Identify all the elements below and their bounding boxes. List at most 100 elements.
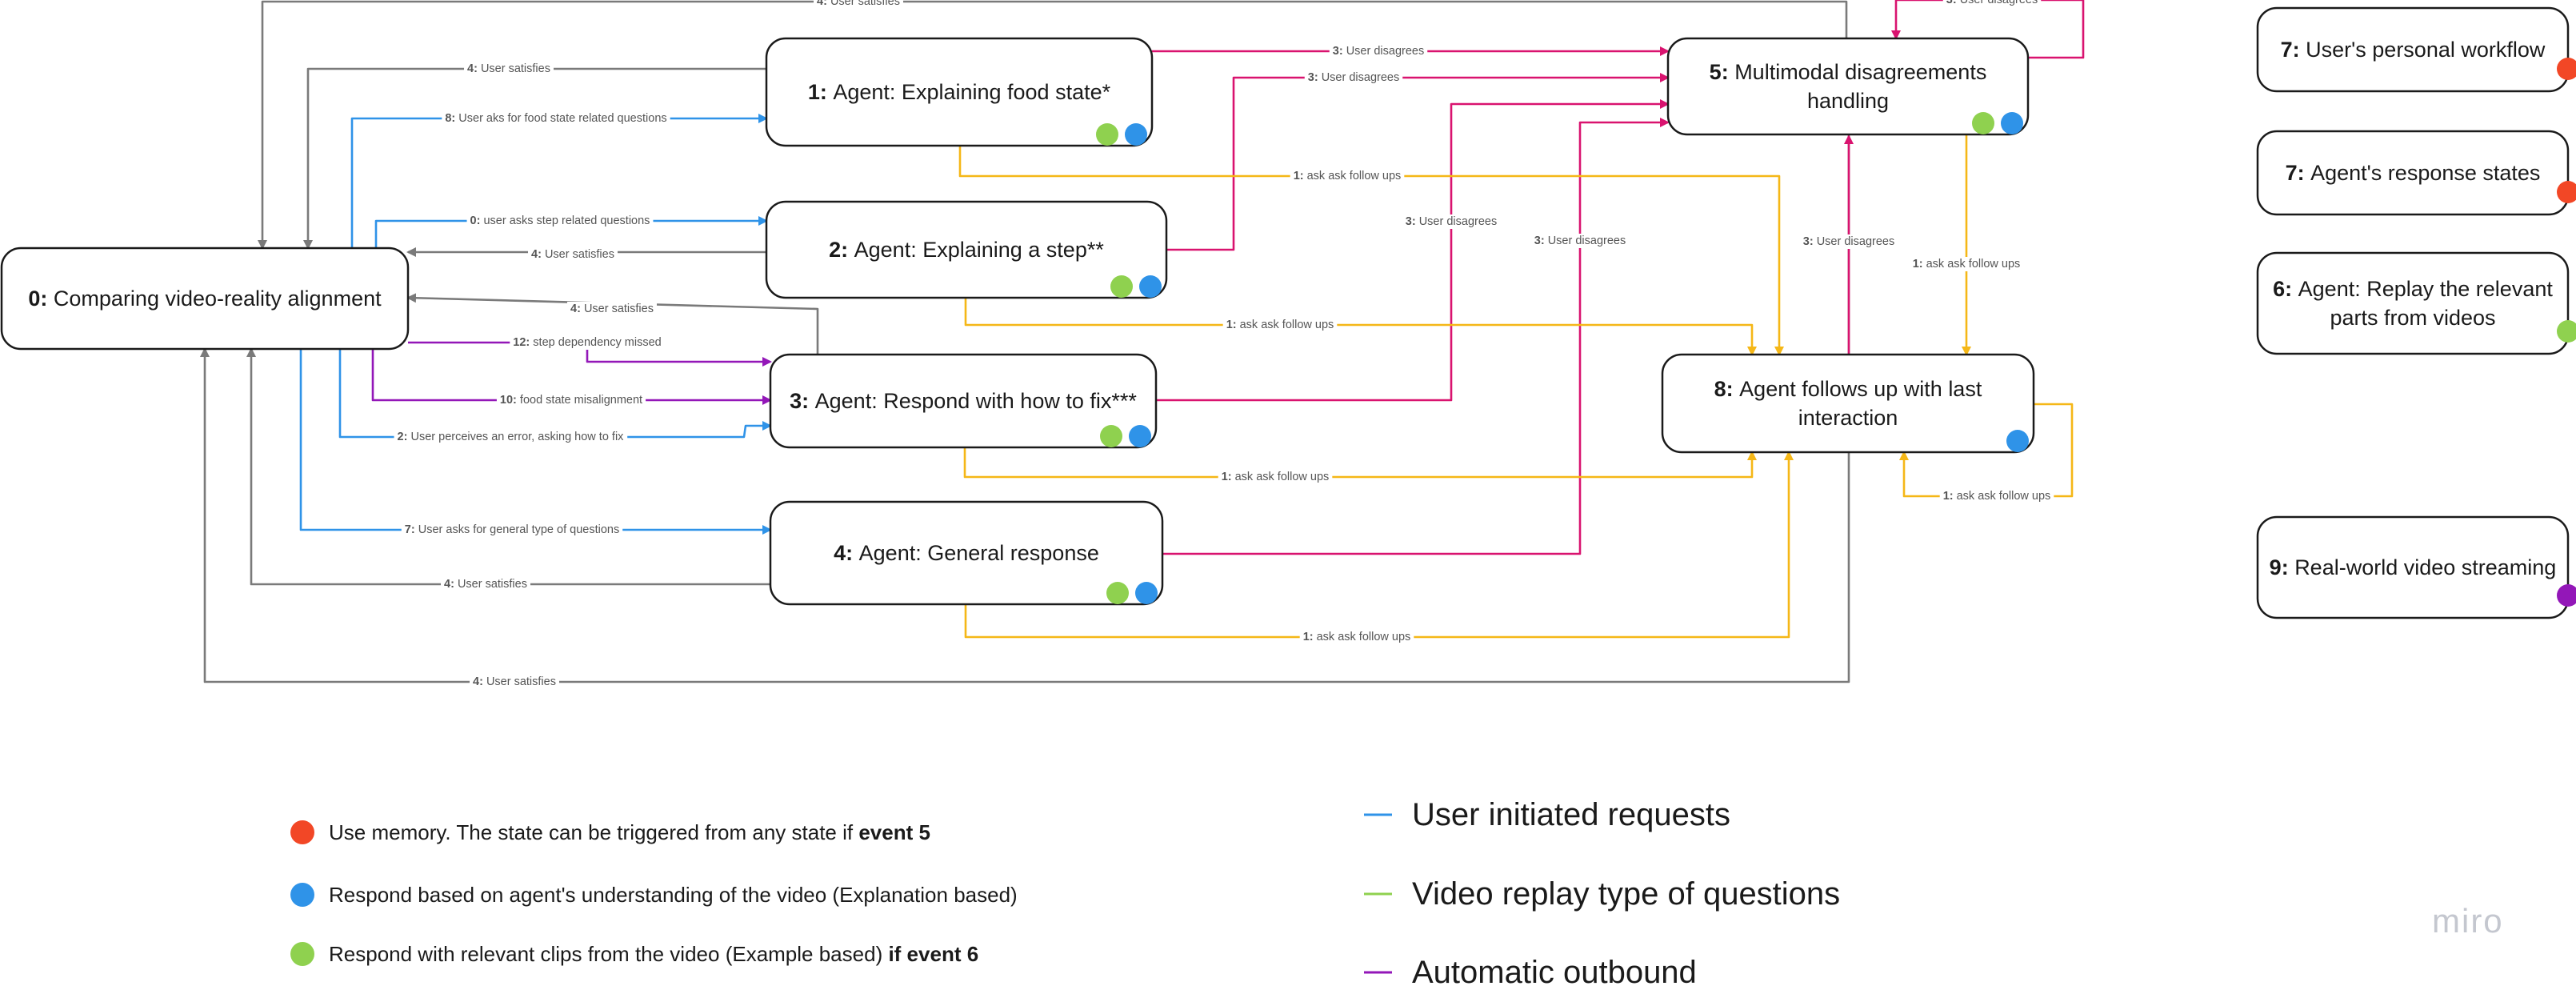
edge-label-desc: User perceives an error, asking how to f… [407,431,624,443]
state-node-label: 3: Agent: Respond with how to fix*** [790,389,1137,413]
edge-label-desc: ask ask follow ups [1237,319,1334,331]
state-node-box [769,500,1164,606]
edge-n3-follow[interactable] [963,447,1757,479]
edge-label-num: 2: [398,431,408,443]
edge-label-num: 8: [445,112,455,125]
legend-line-item: Automatic outbound [1364,955,1697,990]
edge-n2-follow[interactable] [964,298,1757,356]
edge-label-desc: User satisfies [827,0,900,8]
state-node-number: 0: [28,287,54,311]
edge-n4-disagree[interactable] [1162,118,1670,555]
edge-label-text: 0: user asks step related questions [470,214,650,227]
state-node-title: Real-world video streaming [2294,555,2556,579]
edge-label-ask-food: 8: User aks for food state related quest… [442,111,670,126]
blue-dot-icon [1125,123,1147,146]
edge-label-n3-satisfies: 4: User satisfies [567,302,657,316]
edge-self-disagree[interactable] [1891,0,2085,59]
edge-n4-satisfies[interactable] [246,347,770,586]
edge-label-text: 12: step dependency missed [513,336,661,349]
edge-label-desc: User disagrees [1957,0,2038,6]
edge-label-text: 2: User perceives an error, asking how t… [398,431,625,443]
edge-label-bg [1299,630,1414,644]
state-node-box [2256,515,2570,619]
edge-ask-food[interactable] [350,114,768,248]
state-node-title: Agent's response states [2310,161,2540,185]
edge-label-num: 4: [531,248,542,261]
edge-label-text: 4: User satisfies [467,62,550,75]
edge-label-text: 3: User disagrees [1803,235,1894,248]
edge-label-desc: User disagrees [1416,215,1498,228]
edge-label-n8-self-follow: 1: ask ask follow ups [1939,489,2054,503]
state-node-n4[interactable]: 4: Agent: General response [769,500,1164,606]
state-node-n2[interactable]: 2: Agent: Explaining a step** [765,200,1168,299]
edge-label-text: 4: User satisfies [817,0,900,8]
state-node-label: parts from videos [2330,306,2495,330]
edge-label-num: 1: [1913,258,1923,271]
edge-label-num: 4: [444,578,454,591]
edge-n1-satisfies[interactable] [303,67,766,250]
state-node-n3[interactable]: 3: Agent: Respond with how to fix*** [769,353,1158,449]
edge-label-desc: ask ask follow ups [1954,490,2051,503]
edge-label-num: 7: [405,523,415,536]
state-node-box [769,353,1158,449]
legend-dot-text: Respond with relevant clips from the vid… [329,942,978,966]
green-dot-icon [1096,123,1118,146]
edge-label-n2-satisfies: 4: User satisfies [528,247,618,262]
edge-label-text: 3: User disagrees [1308,71,1399,84]
state-node-number: 6: [2273,277,2298,301]
state-node-title: Multimodal disagreements [1734,60,1986,84]
edge-label-num: 0: [470,214,481,227]
state-node-r7a[interactable]: 7: User's personal workflow [2256,6,2576,93]
edge-perceive-err[interactable] [338,349,772,439]
state-node-title: parts from videos [2330,306,2495,330]
edge-label-num: 10: [500,394,517,407]
edge-label-bg [466,214,654,228]
edge-label-top-satisfies: 4: User satisfies [814,0,903,9]
edge-label-n4-satisfies: 4: User satisfies [441,577,530,591]
edge-label-bg [401,523,623,537]
edge-label-food-mis: 10: food state misalignment [496,393,646,407]
state-node-n0[interactable]: 0: Comparing video-reality alignment [0,246,410,351]
green-dot-icon [1100,425,1122,447]
edge-food-mis[interactable] [371,349,772,405]
edge-label-text: 1: ask ask follow ups [1303,631,1411,643]
edge-dep-missed[interactable] [408,341,772,367]
edge-n3-disagree[interactable] [1156,99,1670,402]
edge-label-text: 1: ask ask follow ups [1294,170,1402,182]
state-node-box [1661,353,2035,454]
edge-label-self-disagree: 3: User disagrees [1942,0,2042,7]
edge-label-n4-follow: 1: ask ask follow ups [1299,630,1414,644]
edge-label-bg [441,577,530,591]
edge-label-text: 1: ask ask follow ups [1913,258,2021,271]
state-node-box [2256,6,2570,93]
purple-dot-icon [2557,584,2576,607]
edge-n3-satisfies[interactable] [406,293,819,355]
edge-label-bg [1222,318,1338,332]
green-dot-icon [2557,320,2576,343]
state-node-label: 8: Agent follows up with last [1714,377,1982,401]
state-node-r9[interactable]: 9: Real-world video streaming [2256,515,2576,619]
edge-label-text: 3: User disagrees [1406,215,1497,228]
edge-label-desc: ask ask follow ups [1304,170,1402,182]
state-node-number: 3: [790,389,815,413]
edge-label-desc: ask ask follow ups [1923,258,2021,271]
green-dot-icon [1110,275,1133,298]
edge-label-n1-follow: 1: ask ask follow ups [1290,169,1405,183]
legend-dot-emphasis: event 5 [858,820,930,844]
state-node-box [0,246,410,351]
edge-top-satisfies[interactable] [258,0,1848,250]
red-dot-icon [2557,181,2576,203]
edge-label-text: 7: User asks for general type of questio… [405,523,619,536]
edge-n2-disagree[interactable] [1166,73,1670,251]
edge-n8-self-follow[interactable] [1899,403,2074,498]
edge-label-n8-disagree: 3: User disagrees [1799,234,1898,249]
state-node-title: Comparing video-reality alignment [54,287,382,311]
state-node-n8[interactable]: 8: Agent follows up with last interaction [1661,353,2035,454]
state-node-title: interaction [1798,406,1898,430]
edge-label-num: 1: [1226,319,1237,331]
green-dot-icon [1106,582,1129,604]
state-node-r7b[interactable]: 7: Agent's response states [2256,130,2576,216]
state-node-n1[interactable]: 1: Agent: Explaining food state* [765,37,1154,147]
